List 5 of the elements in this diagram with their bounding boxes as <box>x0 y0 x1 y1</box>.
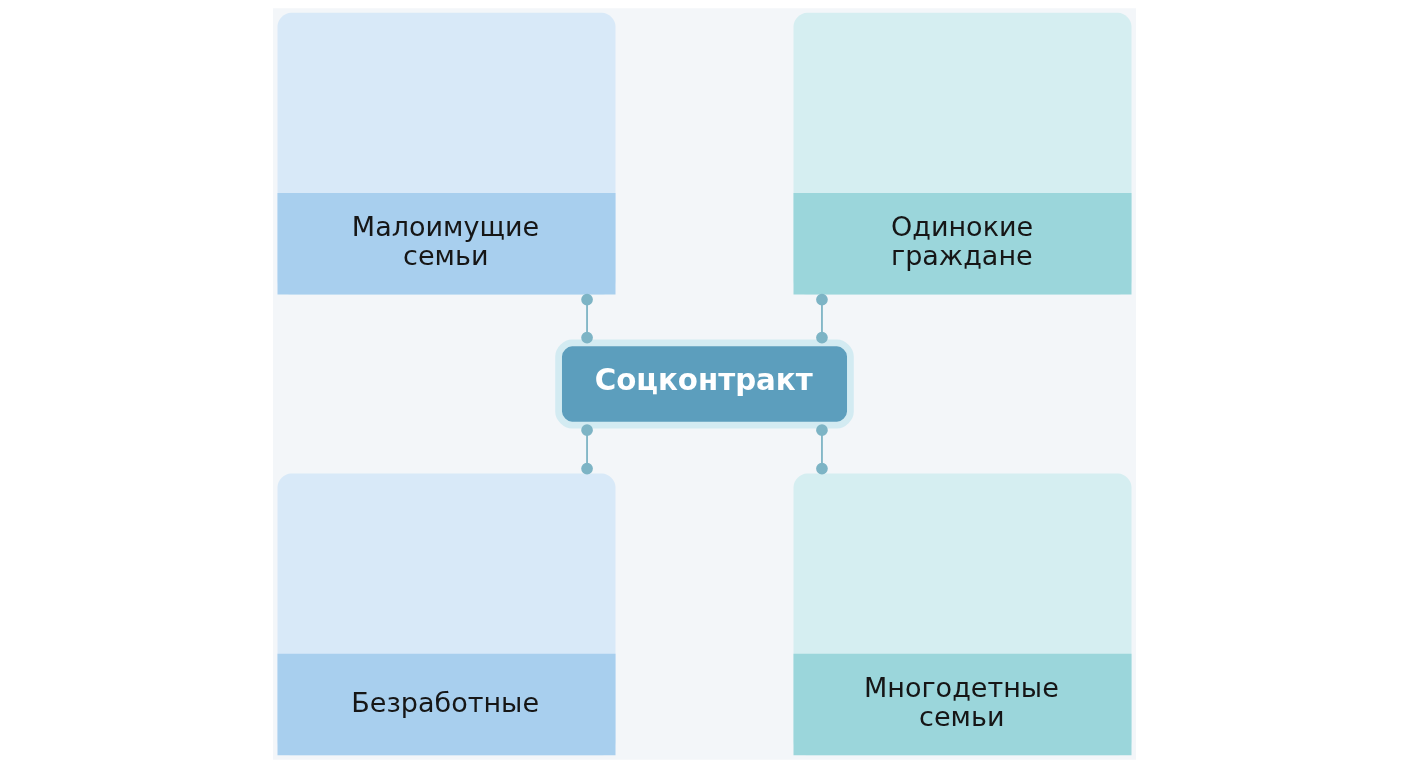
connector <box>580 424 593 475</box>
node-box: Соцконтракт <box>554 339 854 429</box>
connector <box>815 424 828 475</box>
connector <box>580 293 593 344</box>
connector <box>815 293 828 344</box>
